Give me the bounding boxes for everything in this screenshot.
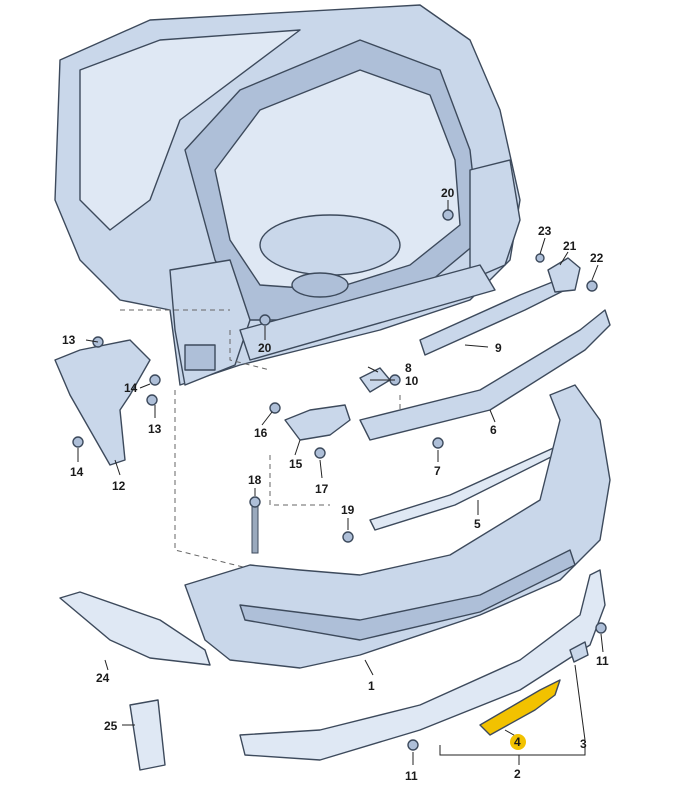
- highlighted-bracket: [479, 679, 561, 736]
- callout-22: 22: [590, 251, 604, 265]
- side-bracket-left: [54, 339, 151, 466]
- callout-18: 18: [248, 473, 262, 487]
- callout-4-highlight: [510, 734, 526, 750]
- callout-1: 1: [368, 679, 375, 693]
- callout-7: 7: [434, 464, 441, 478]
- callout-8: 8: [405, 361, 412, 375]
- reference-lines: [120, 309, 401, 571]
- callout-15: 15: [289, 457, 303, 471]
- callout-17: 17: [315, 482, 329, 496]
- insert-3: [569, 641, 589, 663]
- callout-21: 21: [563, 239, 577, 253]
- callout-9: 9: [495, 341, 502, 355]
- callout-20-b: 20: [441, 186, 455, 200]
- bumper-impact-beam: [359, 309, 611, 441]
- callout-11-a: 11: [405, 769, 418, 783]
- callout-12: 12: [112, 479, 126, 493]
- leader-lines: [77, 200, 604, 765]
- callout-19: 19: [341, 503, 355, 517]
- callout-16: 16: [254, 426, 268, 440]
- lower-spoiler: [239, 569, 606, 761]
- wheel-arch-liner: [59, 591, 211, 666]
- mud-flap: [129, 699, 166, 771]
- callout-13-b: 13: [148, 422, 162, 436]
- callout-6: 6: [490, 423, 497, 437]
- callout-10: 10: [405, 374, 419, 388]
- guide-21: [547, 257, 581, 293]
- callout-23: 23: [538, 224, 552, 238]
- callout-25: 25: [104, 719, 118, 733]
- callout-5: 5: [474, 517, 481, 531]
- callout-4: 4: [514, 735, 521, 749]
- callout-14-b: 14: [70, 465, 84, 479]
- callout-24: 24: [96, 671, 110, 685]
- callout-2: 2: [514, 767, 521, 781]
- callout-20-a: 20: [258, 341, 272, 355]
- bracket-15: [284, 404, 351, 441]
- fasteners: [72, 209, 607, 751]
- callout-14-a: 14: [124, 381, 138, 395]
- callout-13-a: 13: [62, 333, 76, 347]
- vehicle-rear-body: [54, 4, 521, 386]
- callout-numbers: 1 2 3 4 5 6 7 8 9 10 11 11 12 13 13 14 1…: [62, 186, 609, 783]
- callout-11-b: 11: [596, 654, 609, 668]
- bumper-cover-lower-band: [239, 549, 576, 641]
- callout-3: 3: [580, 737, 587, 751]
